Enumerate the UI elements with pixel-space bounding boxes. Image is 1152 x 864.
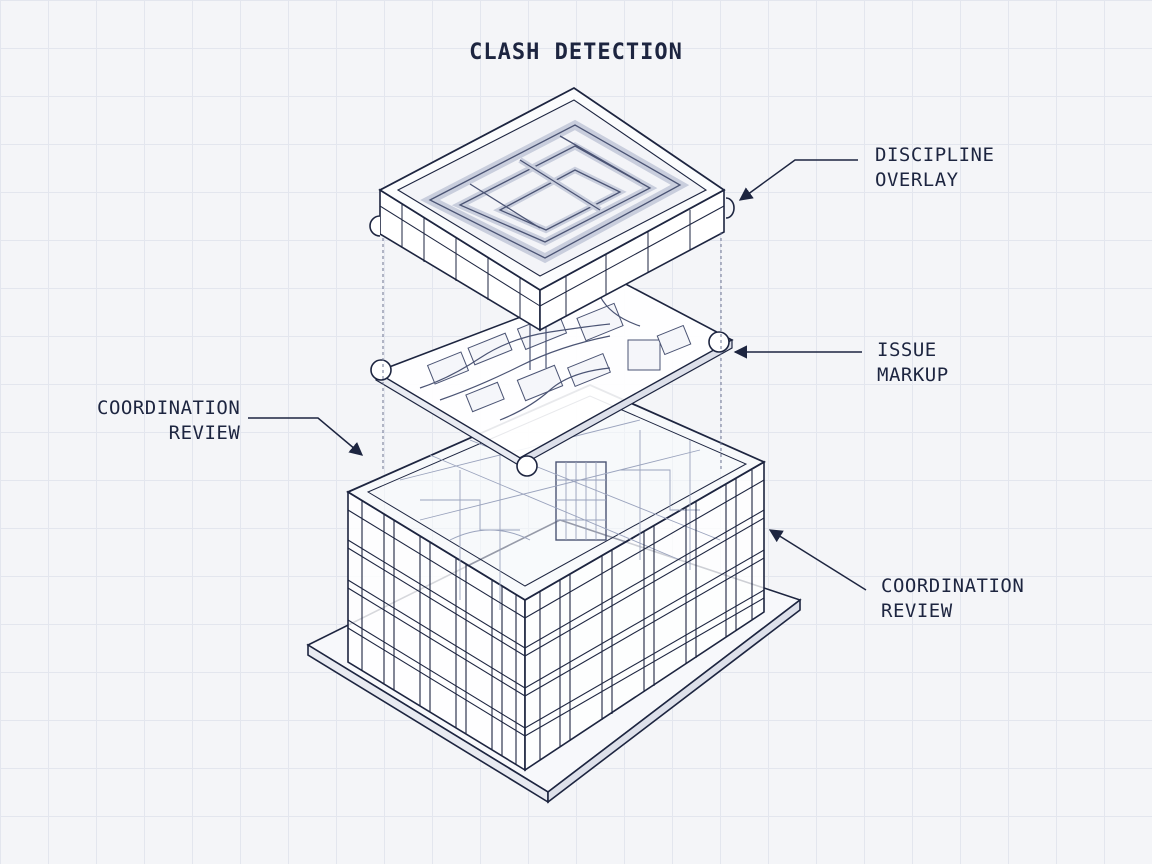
diagram-title: CLASH DETECTION <box>469 40 683 65</box>
label-coordination-review-left-line1: COORDINATION <box>97 397 241 419</box>
label-coordination-review-left-line2: REVIEW <box>168 422 241 444</box>
discipline-overlay-tray <box>369 86 735 332</box>
tray-clip-left <box>369 215 381 237</box>
leader-coordination-review-left <box>248 417 364 456</box>
label-coordination-review-right: COORDINATION REVIEW <box>881 574 1024 624</box>
label-coordination-review-right-line2: REVIEW <box>881 600 953 622</box>
label-discipline-overlay-line1: DISCIPLINE <box>875 144 995 166</box>
markup-circle-left <box>370 359 392 381</box>
leader-coordination-review-right <box>768 529 867 591</box>
markup-circle-right <box>708 331 730 353</box>
label-issue-markup-line1: ISSUE <box>877 339 937 361</box>
label-coordination-review-right-line1: COORDINATION <box>881 575 1025 597</box>
label-issue-markup: ISSUE MARKUP <box>877 338 949 388</box>
left-facade-grid <box>347 500 526 764</box>
ductwork <box>420 119 690 264</box>
leader-discipline-overlay <box>738 159 858 201</box>
right-facade-grid <box>524 470 765 760</box>
label-discipline-overlay: DISCIPLINE OVERLAY <box>875 143 994 193</box>
label-coordination-review-left: COORDINATION REVIEW <box>97 396 240 446</box>
alignment-guides <box>382 232 722 470</box>
tray-clip-right <box>725 197 735 219</box>
building-block <box>346 384 766 772</box>
label-discipline-overlay-line2: OVERLAY <box>875 169 959 191</box>
issue-markup-plate <box>370 279 734 477</box>
markup-circle-bottom <box>516 455 538 477</box>
label-issue-markup-line2: MARKUP <box>877 364 949 386</box>
leader-lines <box>248 159 867 591</box>
